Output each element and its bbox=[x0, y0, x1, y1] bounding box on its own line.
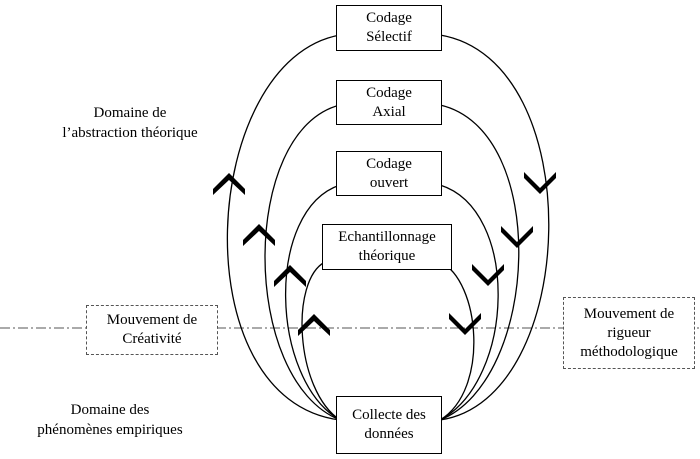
box-echantillonnage-line-2: théorique bbox=[358, 248, 416, 264]
down-chevron-icon bbox=[501, 226, 533, 248]
loop-axial bbox=[264, 104, 520, 421]
domaine-empiriques-line-1: Domaine des bbox=[70, 402, 150, 418]
mouvement-rigueur-line-1: Mouvement de bbox=[583, 305, 675, 322]
box-echantillonnage-line-1: Echantillonnage bbox=[338, 229, 436, 245]
loop-ouvert bbox=[285, 184, 499, 421]
box-codage-ouvert: Codage ouvert bbox=[336, 151, 442, 196]
down-chevron-icon bbox=[449, 313, 481, 335]
box-mouvement-creativite: Mouvement de Créativité bbox=[86, 305, 218, 355]
label-domaine-empiriques: Domaine des phénomènes empiriques bbox=[0, 400, 220, 440]
box-collecte-line-1: Collecte des bbox=[352, 407, 426, 423]
box-codage-selectif-line-2: Sélectif bbox=[366, 29, 412, 45]
box-codage-ouvert-line-2: ouvert bbox=[369, 174, 409, 191]
label-domaine-abstraction: Domaine de l’abstraction théorique bbox=[20, 103, 240, 143]
up-chevron-icon bbox=[274, 265, 306, 287]
box-codage-axial: Codage Axial bbox=[336, 80, 442, 125]
domaine-abstraction-line-1: Domaine de bbox=[93, 105, 167, 121]
box-collecte-donnees: Collecte des données bbox=[336, 396, 442, 454]
box-codage-ouvert-line-1: Codage bbox=[366, 155, 412, 172]
loop-echantillonnage bbox=[301, 261, 475, 421]
box-codage-axial-line-2: Axial bbox=[372, 103, 406, 120]
box-echantillonnage-theorique: Echantillonnage théorique bbox=[322, 224, 452, 270]
box-codage-axial-line-1: Codage bbox=[366, 84, 412, 101]
loop-selectif bbox=[226, 34, 550, 421]
up-chevron-icon bbox=[243, 224, 275, 246]
box-codage-selectif-line-1: Codage bbox=[366, 10, 412, 26]
up-chevron-icon bbox=[298, 314, 330, 336]
domaine-empiriques-line-2: phénomènes empiriques bbox=[37, 422, 183, 438]
domaine-abstraction-line-2: l’abstraction théorique bbox=[62, 125, 198, 141]
mouvement-creativite-line-2: Créativité bbox=[122, 331, 182, 347]
mouvement-creativite-line-1: Mouvement de bbox=[106, 312, 198, 328]
mouvement-rigueur-line-2: rigueur bbox=[607, 324, 651, 341]
box-codage-selectif: Codage Sélectif bbox=[336, 5, 442, 51]
box-collecte-line-2: données bbox=[364, 426, 414, 442]
box-mouvement-rigueur: Mouvement de rigueur méthodologique bbox=[563, 297, 695, 369]
mouvement-rigueur-line-3: méthodologique bbox=[580, 343, 678, 360]
down-chevron-icon bbox=[472, 264, 504, 286]
down-chevron-icon bbox=[524, 172, 556, 194]
up-chevron-icon bbox=[213, 173, 245, 195]
